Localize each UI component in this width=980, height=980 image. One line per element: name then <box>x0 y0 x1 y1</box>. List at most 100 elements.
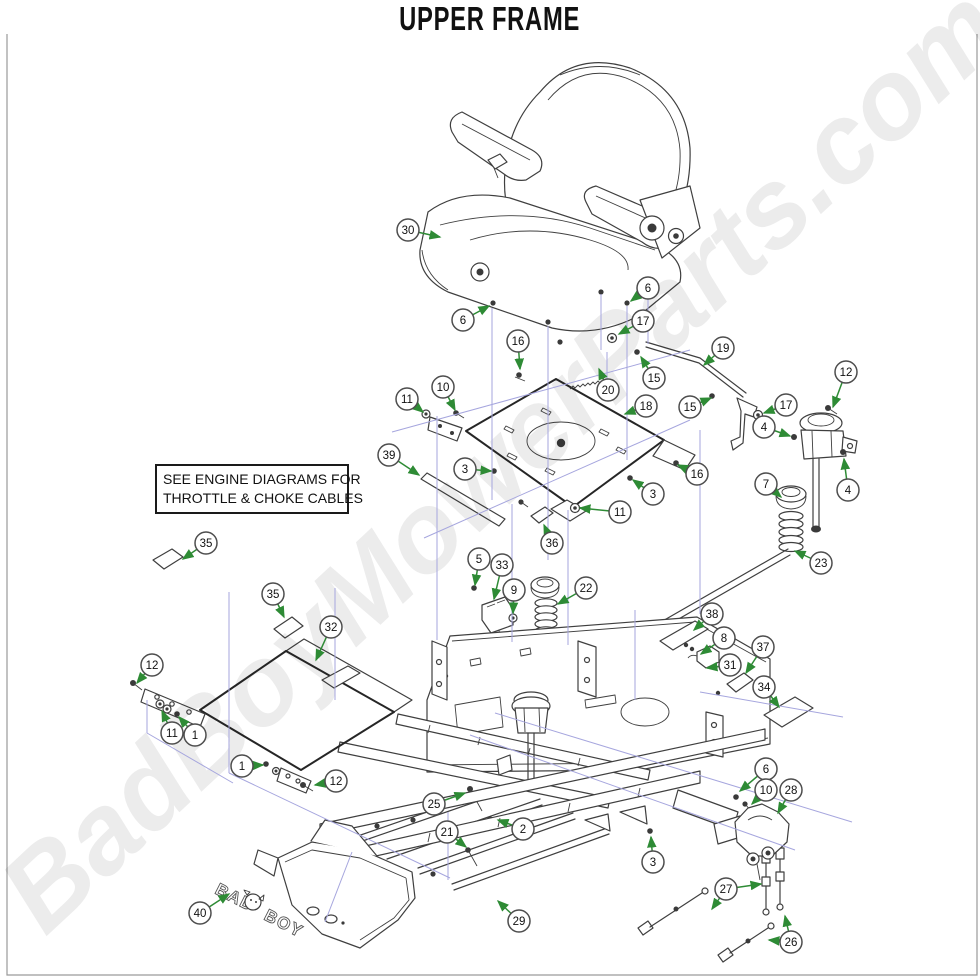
callout-number: 12 <box>840 367 853 379</box>
callout-20: 20 <box>596 378 620 402</box>
callout-17: 17 <box>774 393 798 417</box>
callout-number: 3 <box>650 857 656 869</box>
callout-number: 10 <box>760 785 773 797</box>
engine-note-line1: SEE ENGINE DIAGRAMS FOR <box>163 471 361 487</box>
leader-line <box>146 732 234 784</box>
leader-line <box>423 419 691 539</box>
callout-number: 17 <box>780 400 793 412</box>
callout-number: 5 <box>476 554 482 566</box>
callout-number: 12 <box>330 776 343 788</box>
callout-number: 27 <box>720 884 733 896</box>
page-title: UPPER FRAME <box>399 0 581 37</box>
callout-21: 21 <box>435 820 459 844</box>
callout-10: 10 <box>754 778 778 802</box>
callout-6: 6 <box>451 308 475 332</box>
callout-number: 18 <box>640 401 653 413</box>
callout-number: 31 <box>724 660 737 672</box>
leader-line <box>324 851 353 923</box>
callout-16: 16 <box>685 462 709 486</box>
seat-illustration <box>419 62 701 345</box>
callout-number: 28 <box>785 785 798 797</box>
callout-6: 6 <box>754 757 778 781</box>
center-parts-illustration <box>420 472 560 644</box>
callout-12: 12 <box>324 769 348 793</box>
callout-number: 32 <box>325 622 338 634</box>
callout-11: 11 <box>395 387 419 411</box>
callout-16: 16 <box>506 329 530 353</box>
callout-number: 21 <box>441 827 454 839</box>
leader-line <box>228 772 451 879</box>
callout-33: 33 <box>490 553 514 577</box>
callout-35: 35 <box>194 531 218 555</box>
leader-line <box>469 734 796 851</box>
callout-number: 22 <box>580 583 593 595</box>
callout-number: 4 <box>845 485 852 497</box>
callout-number: 29 <box>513 916 526 928</box>
callout-26: 26 <box>779 930 803 954</box>
callout-number: 38 <box>706 609 719 621</box>
callout-number: 39 <box>383 450 396 462</box>
page-border <box>6 34 978 976</box>
callout-7: 7 <box>754 472 778 496</box>
callout-8: 8 <box>712 626 736 650</box>
callout-number: 3 <box>650 489 656 501</box>
callout-number: 2 <box>520 824 526 836</box>
callout-3: 3 <box>641 850 665 874</box>
callout-34: 34 <box>752 675 776 699</box>
callout-number: 1 <box>192 730 198 742</box>
callout-number: 26 <box>785 937 798 949</box>
callout-number: 11 <box>614 507 626 519</box>
callout-35: 35 <box>261 582 285 606</box>
callout-12: 12 <box>834 360 858 384</box>
callout-32: 32 <box>319 615 343 639</box>
callout-11: 11 <box>160 721 184 745</box>
callout-number: 3 <box>462 464 468 476</box>
callout-number: 9 <box>511 585 517 597</box>
callout-28: 28 <box>779 778 803 802</box>
callout-number: 17 <box>637 316 650 328</box>
leader-line <box>494 712 853 823</box>
callout-number: 12 <box>146 660 159 672</box>
callout-number: 7 <box>763 479 769 491</box>
callout-5: 5 <box>467 547 491 571</box>
callout-36: 36 <box>540 531 564 555</box>
callout-number: 15 <box>648 373 661 385</box>
callout-number: 11 <box>166 728 178 740</box>
callout-11: 11 <box>608 500 632 524</box>
callout-number: 33 <box>496 560 509 572</box>
callout-39: 39 <box>377 443 401 467</box>
cables-illustration <box>637 847 785 963</box>
callout-3: 3 <box>641 482 665 506</box>
callout-number: 34 <box>758 682 771 694</box>
callout-number: 16 <box>691 469 704 481</box>
callout-number: 20 <box>602 385 615 397</box>
callout-17: 17 <box>631 309 655 333</box>
callout-38: 38 <box>700 602 724 626</box>
callout-number: 40 <box>194 908 207 920</box>
callout-19: 19 <box>711 336 735 360</box>
callout-number: 16 <box>512 336 525 348</box>
callout-number: 10 <box>437 382 450 394</box>
callout-number: 8 <box>721 633 727 645</box>
callout-4: 4 <box>752 415 776 439</box>
callout-37: 37 <box>751 635 775 659</box>
engine-note-line2: THROTTLE & CHOKE CABLES <box>163 489 363 506</box>
callout-31: 31 <box>718 653 742 677</box>
callout-number: 6 <box>460 315 466 327</box>
callout-number: 6 <box>645 283 651 295</box>
dog-head-icon <box>243 889 265 911</box>
callout-number: 15 <box>684 402 697 414</box>
callout-6: 6 <box>636 276 660 300</box>
callout-number: 6 <box>763 764 769 776</box>
callout-15: 15 <box>642 366 666 390</box>
callout-22: 22 <box>574 576 598 600</box>
callout-number: 4 <box>761 422 768 434</box>
callout-1: 1 <box>183 723 207 747</box>
callout-number: 37 <box>757 642 770 654</box>
callout-27: 27 <box>714 877 738 901</box>
callout-number: 11 <box>401 394 413 406</box>
callout-12: 12 <box>140 653 164 677</box>
